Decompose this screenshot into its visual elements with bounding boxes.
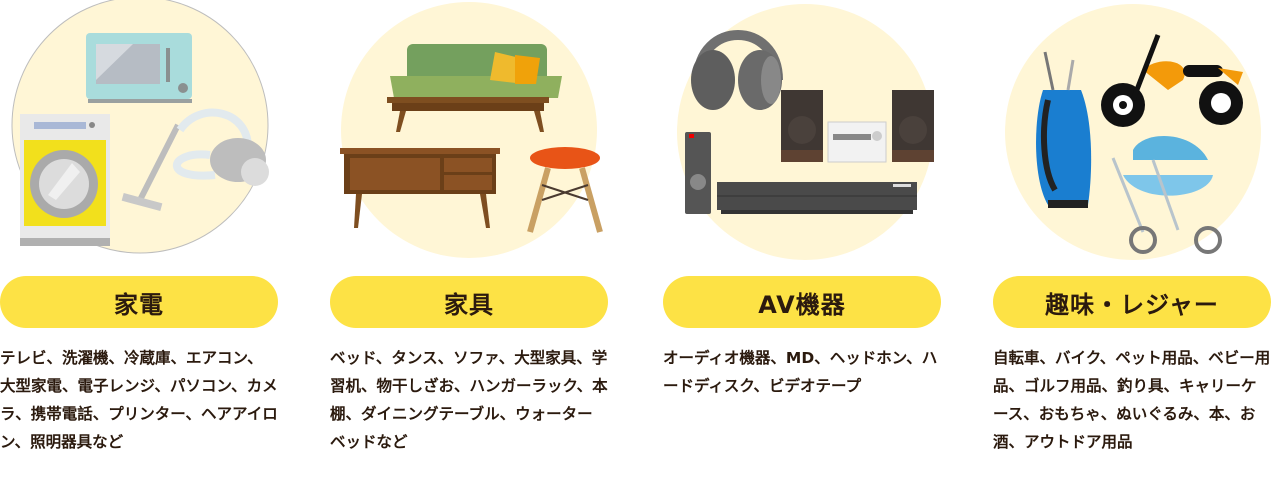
category-hobby-leisure: 趣味・レジャー 自転車、バイク、ペット用品、ベビー用品、ゴルフ用品、釣り具、キャ… xyxy=(993,0,1272,492)
category-title-hobby-leisure: 趣味・レジャー xyxy=(993,276,1271,328)
category-furniture: 家具 ベッド、タンス、ソファ、大型家具、学習机、物干しざお、ハンガーラック、本棚… xyxy=(330,0,620,492)
av-equipment-illustration xyxy=(677,4,934,260)
category-description-av-equipment: オーディオ機器、MD、ヘッドホン、ハードディスク、ビデオテープ xyxy=(663,349,938,395)
category-description-furniture: ベッド、タンス、ソファ、大型家具、学習机、物干しざお、ハンガーラック、本棚、ダイ… xyxy=(330,349,608,451)
category-home-appliances: 家電 テレビ、洗濯機、冷蔵庫、エアコン、大型家電、電子レンジ、パソコン、カメラ、… xyxy=(0,0,290,492)
category-av-equipment: AV機器 オーディオ機器、MD、ヘッドホン、ハードディスク、ビデオテープ xyxy=(663,0,953,492)
home-appliances-illustration xyxy=(11,0,269,254)
category-title-av-equipment: AV機器 xyxy=(663,276,941,328)
furniture-illustration xyxy=(340,2,603,258)
category-description-home-appliances: テレビ、洗濯機、冷蔵庫、エアコン、大型家電、電子レンジ、パソコン、カメラ、携帯電… xyxy=(0,349,278,451)
category-description-hobby-leisure: 自転車、バイク、ペット用品、ベビー用品、ゴルフ用品、釣り具、キャリーケース、おも… xyxy=(993,349,1271,451)
category-title-home-appliances: 家電 xyxy=(0,276,278,328)
category-title-furniture: 家具 xyxy=(330,276,608,328)
hobby-leisure-illustration xyxy=(1005,4,1261,260)
